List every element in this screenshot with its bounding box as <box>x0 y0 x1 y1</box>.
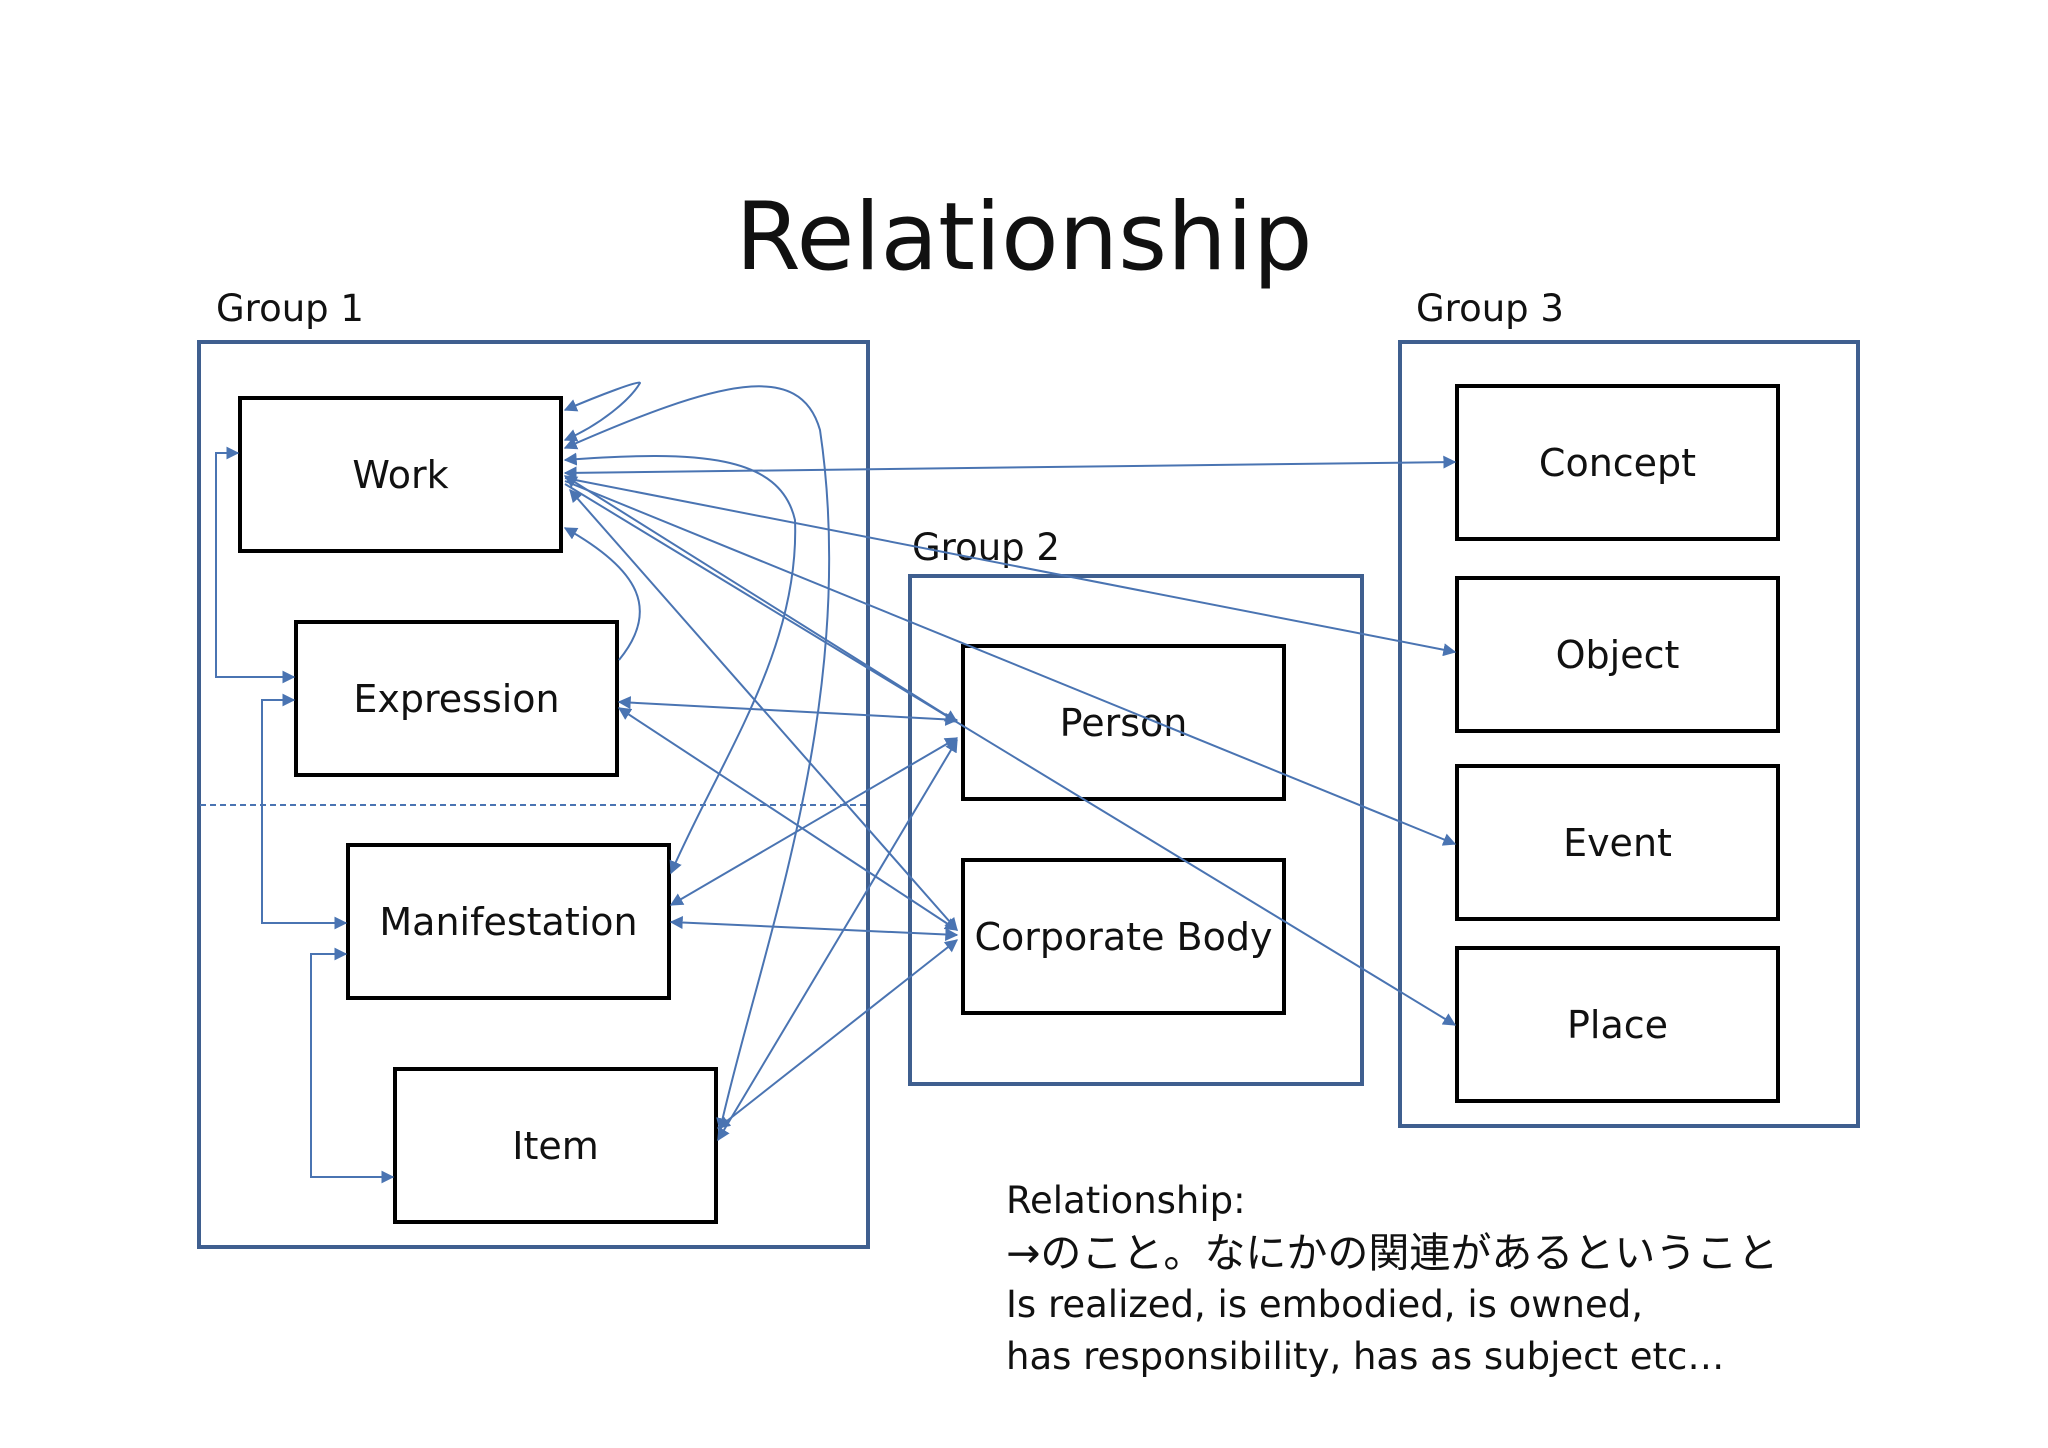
arrow-manifestation-item <box>310 947 395 1184</box>
notes-japanese: →のこと。なにかの関連があるということ <box>1006 1229 1779 1277</box>
notes-line-2: has responsibility, has as subject etc… <box>1006 1335 1725 1378</box>
arrow-work-concept <box>563 455 1457 480</box>
arrow-item-person <box>717 738 958 1142</box>
entity-corporate-body: Corporate Body <box>961 858 1286 1015</box>
arrow-expression-corporate-body <box>617 707 959 931</box>
notes-line-1: Is realized, is embodied, is owned, <box>1006 1283 1644 1326</box>
group-3-box <box>1398 340 1860 1128</box>
group-1-label: Group 1 <box>216 287 364 330</box>
entity-place: Place <box>1455 946 1780 1103</box>
page-title: Relationship <box>735 183 1313 292</box>
relationship-notes: Relationship: →のこと。なにかの関連があるということ Is rea… <box>1006 1175 1778 1383</box>
group-1-divider <box>200 804 866 806</box>
group-3-label: Group 3 <box>1416 287 1564 330</box>
entity-event: Event <box>1455 764 1780 921</box>
entity-object: Object <box>1455 576 1780 733</box>
entity-concept: Concept <box>1455 384 1780 541</box>
arrow-item-corporate-body <box>716 939 959 1129</box>
arrow-expression-manifestation <box>261 693 348 930</box>
arrow-work-manifestation-curve <box>563 452 797 875</box>
arrow-work-event <box>564 480 1457 846</box>
arrow-expression-work-curve <box>563 527 641 661</box>
notes-heading: Relationship: <box>1006 1179 1246 1222</box>
arrow-manifestation-corporate-body <box>669 916 959 941</box>
arrow-expression-person <box>617 696 959 726</box>
arrow-work-self-1 <box>563 381 642 442</box>
arrow-work-expression <box>215 446 296 684</box>
entity-person: Person <box>961 644 1286 801</box>
